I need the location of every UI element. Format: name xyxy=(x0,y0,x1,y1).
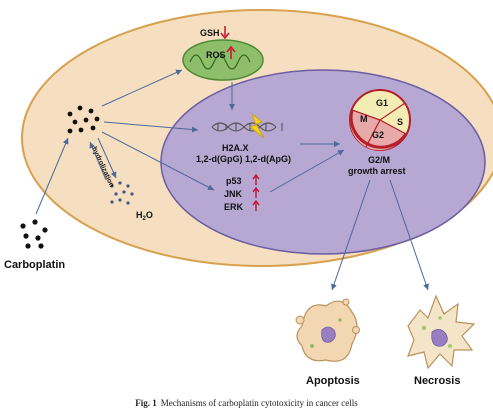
uptake-arrow xyxy=(35,137,69,215)
figure-caption-label: Fig. 1 xyxy=(135,398,157,408)
carboplatin-molecules-intracellular xyxy=(67,105,100,134)
gsh-label: GSH xyxy=(200,28,220,38)
ros-label: ROS xyxy=(206,50,226,60)
h2ax-label: H2A.X xyxy=(222,143,249,153)
cycle-s-label: S xyxy=(397,117,403,127)
apoptosis-label: Apoptosis xyxy=(306,375,360,387)
g2m-line1-label: G2/M xyxy=(368,155,390,165)
necrosis-label: Necrosis xyxy=(414,375,460,387)
erk-label: ERK xyxy=(224,202,244,212)
g2m-line2-label: growth arrest xyxy=(348,166,406,176)
dna-adducts-label: 1,2-d(GpG) 1,2-d(ApG) xyxy=(196,154,291,164)
arrow-to-kinases xyxy=(101,131,215,191)
down-arrow-icon xyxy=(220,26,230,40)
carboplatin-molecules-extracellular xyxy=(20,219,48,249)
mitochondrion-icon xyxy=(182,39,264,81)
necrotic-cell-icon xyxy=(407,294,476,370)
jnk-label: JNK xyxy=(224,189,243,199)
arrow-to-apoptosis xyxy=(331,179,371,291)
carboplatin-label: Carboplatin xyxy=(4,259,65,271)
up-arrow-icon xyxy=(252,173,260,211)
arrow-to-dna xyxy=(103,121,199,133)
cycle-g1-label: G1 xyxy=(376,98,388,108)
hydrolysis-return-arrow xyxy=(89,141,107,181)
h2o-label: H2O xyxy=(136,210,153,222)
figure-caption-text: Mechanisms of carboplatin cytotoxicity i… xyxy=(160,398,358,408)
hydrolysis-arrow xyxy=(97,137,117,179)
cell-cycle-icon xyxy=(349,89,411,151)
arrow-to-mitochondrion xyxy=(101,69,183,107)
arrow-to-necrosis xyxy=(389,179,429,291)
cycle-m-label: M xyxy=(360,114,368,124)
arrow-kinases-to-arrest xyxy=(269,149,345,193)
lightning-icon xyxy=(249,112,265,139)
apoptotic-cell-icon xyxy=(295,298,360,362)
cycle-g2-label: G2 xyxy=(372,130,384,140)
p53-label: p53 xyxy=(226,176,242,186)
up-arrow-icon xyxy=(226,45,236,59)
hydrolyzed-molecules xyxy=(110,181,134,205)
